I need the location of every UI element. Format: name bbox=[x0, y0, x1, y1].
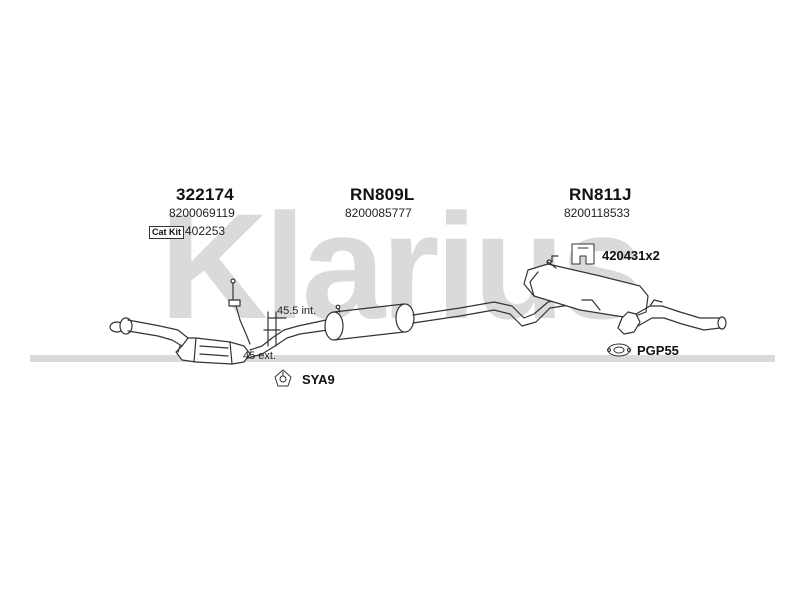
cat-hanger-bracket bbox=[228, 278, 251, 345]
rear-connecting-pipe bbox=[412, 297, 571, 327]
middle-silencer bbox=[324, 303, 415, 341]
rear-silencer bbox=[523, 255, 649, 319]
oem-number-8200069119: 8200069119 bbox=[169, 206, 235, 220]
hardware-label-pgp55: PGP55 bbox=[637, 343, 679, 358]
catalytic-converter bbox=[175, 337, 251, 365]
front-flange bbox=[109, 317, 133, 335]
hardware-label-sya9: SYA9 bbox=[302, 372, 335, 387]
part-number-322174: 322174 bbox=[176, 185, 234, 204]
front-pipe bbox=[127, 319, 189, 347]
pipe-label-internal: 45.5 int. bbox=[277, 305, 317, 317]
420431-rubber-mount-icon bbox=[571, 243, 595, 265]
cat-outlet-pipe bbox=[247, 325, 301, 359]
part-number-rn811j: RN811J bbox=[569, 185, 632, 204]
hardware-label-420431: 420431x2 bbox=[602, 248, 660, 263]
oem-number-8200085777: 8200085777 bbox=[345, 206, 412, 220]
joint-clamp bbox=[263, 311, 287, 347]
pgp55-gasket-icon bbox=[607, 343, 631, 357]
oem-number-8200118533: 8200118533 bbox=[564, 206, 630, 220]
part-number-rn809l: RN809L bbox=[350, 185, 415, 204]
cat-kit-badge: Cat Kit bbox=[149, 226, 184, 239]
tail-pipe bbox=[617, 299, 727, 335]
pipe-label-external: 45 ext. bbox=[243, 350, 277, 362]
cat-kit-number: 402253 bbox=[185, 224, 226, 238]
sya9-bolt-icon bbox=[274, 369, 292, 387]
